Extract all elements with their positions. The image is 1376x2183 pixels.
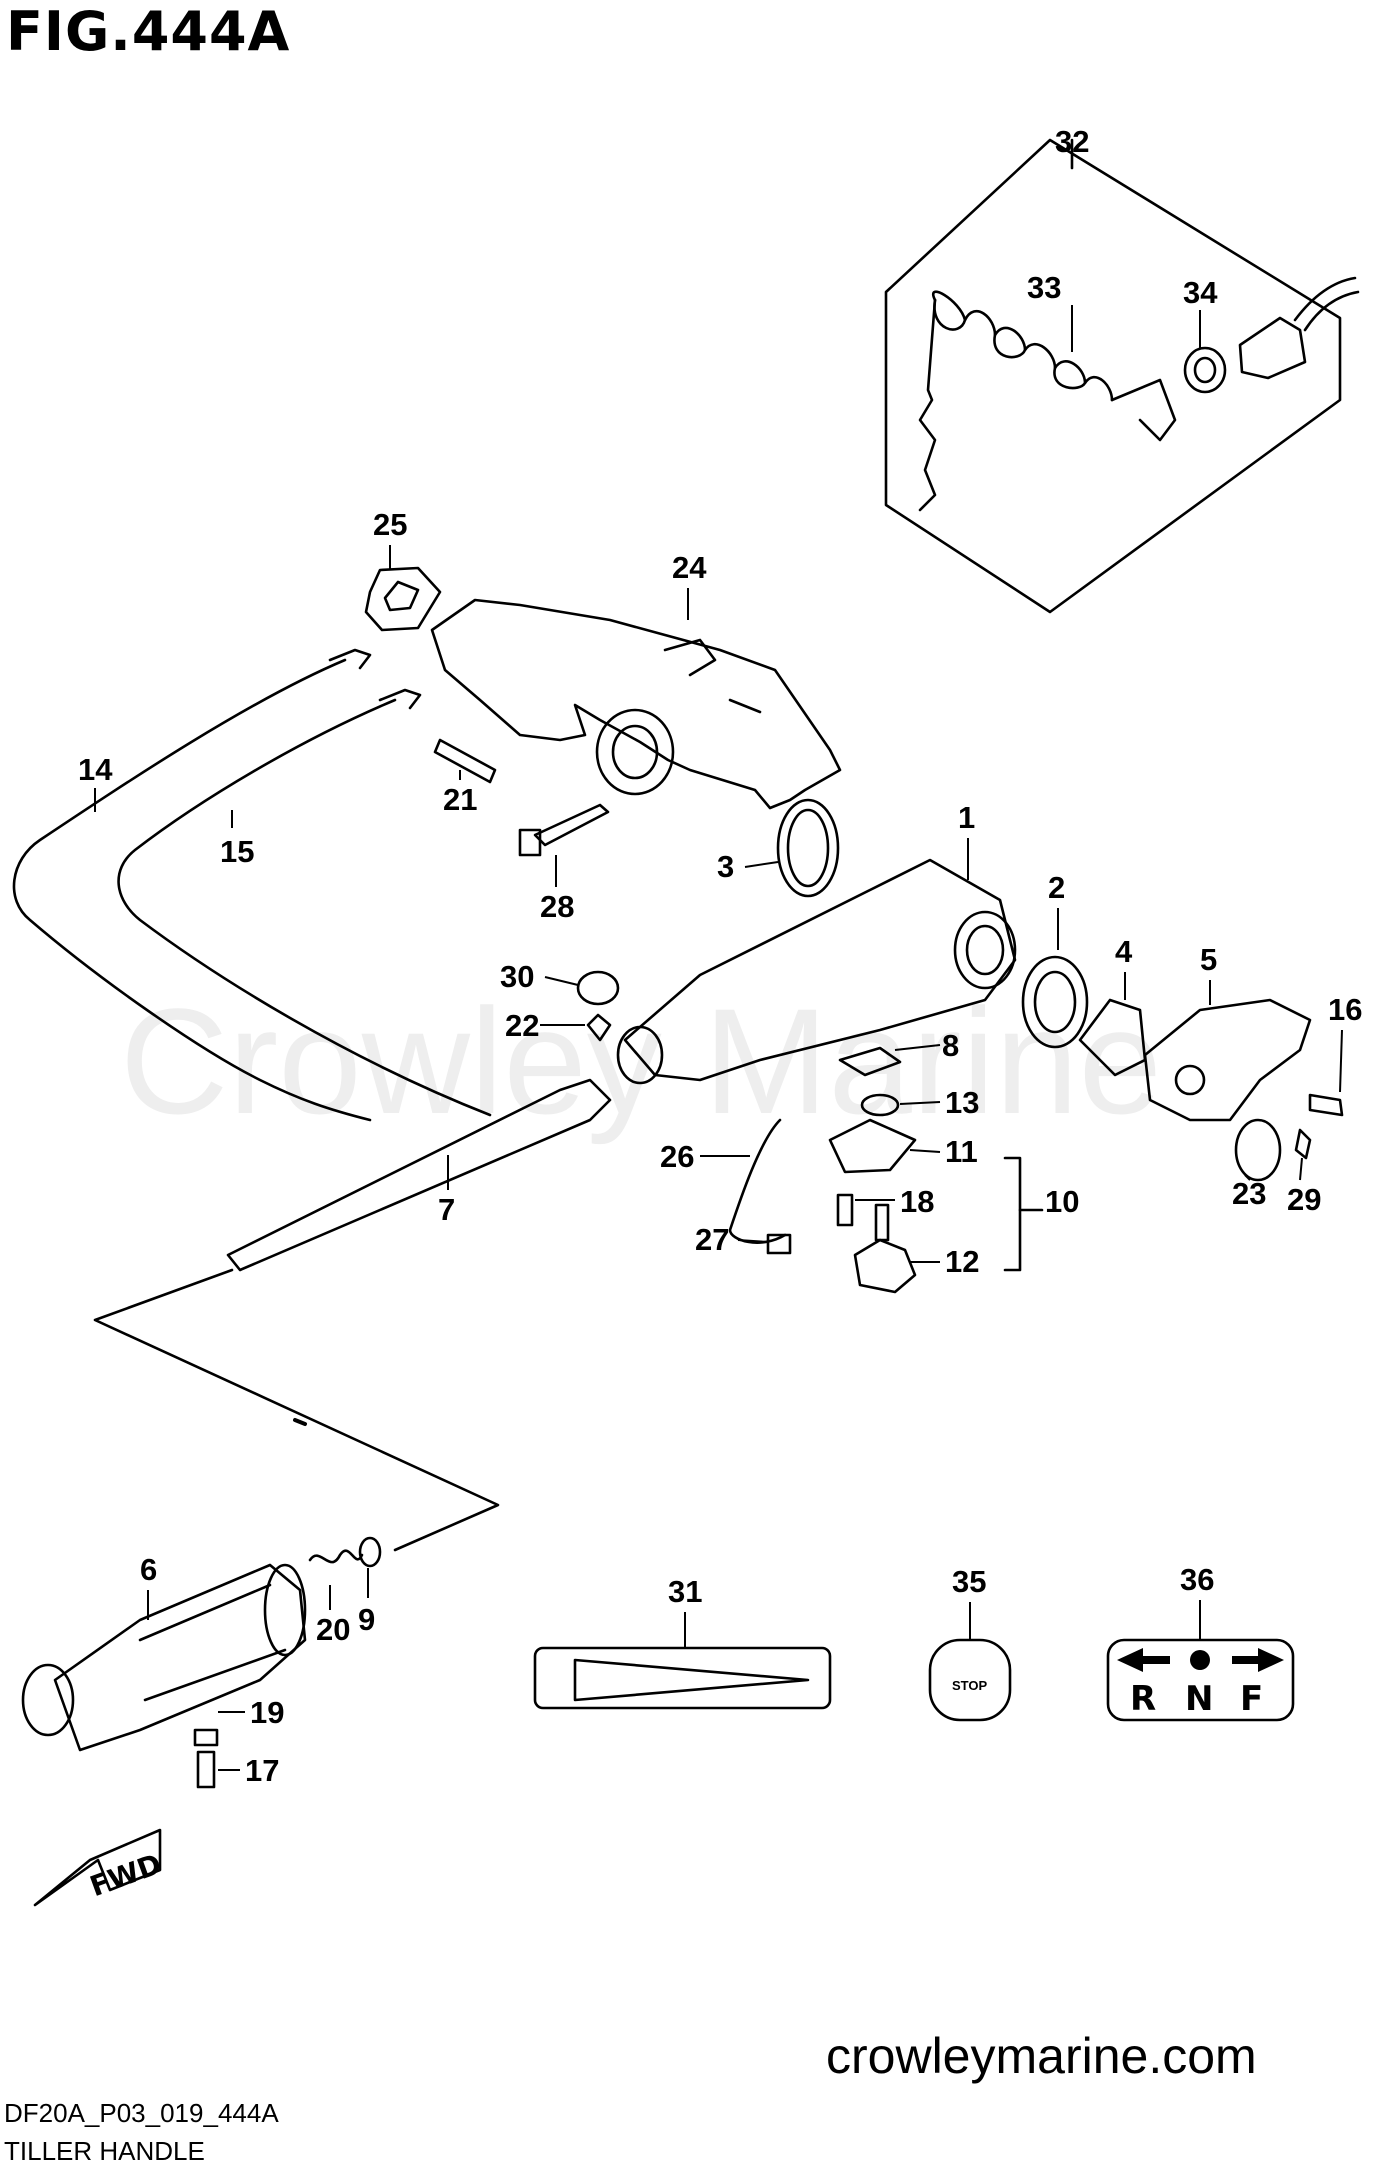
callout-24: 24 bbox=[672, 550, 707, 585]
bracket-24 bbox=[430, 598, 842, 810]
callout-30: 30 bbox=[500, 959, 534, 994]
callout-18: 18 bbox=[900, 1184, 934, 1219]
shift-label-f: F bbox=[1240, 1679, 1263, 1719]
callout-2: 2 bbox=[1048, 870, 1065, 905]
callout-36: 36 bbox=[1180, 1562, 1214, 1597]
watermark: Crowley Marine bbox=[120, 977, 1162, 1145]
callout-32: 32 bbox=[1055, 124, 1089, 159]
callout-26: 26 bbox=[660, 1139, 694, 1174]
callout-23: 23 bbox=[1232, 1176, 1266, 1211]
diagram-code: DF20A_P03_019_444A bbox=[4, 2098, 279, 2128]
website-label: crowleymarine.com bbox=[826, 2028, 1257, 2084]
callout-31: 31 bbox=[668, 1574, 702, 1609]
figure-title: FIG.444A bbox=[6, 0, 291, 63]
callout-13: 13 bbox=[945, 1085, 979, 1120]
callout-3: 3 bbox=[717, 849, 734, 884]
callout-16: 16 bbox=[1328, 992, 1362, 1027]
callout-4: 4 bbox=[1115, 934, 1133, 969]
callout-33: 33 bbox=[1027, 270, 1061, 305]
callout-10: 10 bbox=[1045, 1184, 1079, 1219]
callout-11: 11 bbox=[945, 1134, 978, 1169]
handle-1 bbox=[616, 858, 1017, 1085]
callout-22: 22 bbox=[505, 1008, 539, 1043]
callout-29: 29 bbox=[1287, 1182, 1321, 1217]
callout-20: 20 bbox=[316, 1612, 350, 1647]
callout-14: 14 bbox=[78, 752, 113, 787]
callout-15: 15 bbox=[220, 834, 254, 869]
callout-1: 1 bbox=[958, 800, 975, 835]
callout-5: 5 bbox=[1200, 942, 1217, 977]
grip-6 bbox=[21, 1563, 307, 1752]
callout-28: 28 bbox=[540, 889, 574, 924]
callout-9: 9 bbox=[358, 1602, 375, 1637]
callout-34: 34 bbox=[1183, 275, 1218, 310]
lanyard-33 bbox=[918, 290, 1177, 512]
callout-6: 6 bbox=[140, 1552, 157, 1587]
callout-25: 25 bbox=[373, 507, 407, 542]
callout-19: 19 bbox=[250, 1695, 284, 1730]
callout-7: 7 bbox=[438, 1192, 455, 1227]
callout-27: 27 bbox=[695, 1222, 729, 1257]
callout-12: 12 bbox=[945, 1244, 979, 1279]
callout-35: 35 bbox=[952, 1564, 986, 1599]
callout-17: 17 bbox=[245, 1753, 279, 1788]
callout-21: 21 bbox=[443, 782, 477, 817]
shift-label-n: N bbox=[1185, 1679, 1213, 1719]
diagram-subtitle: TILLER HANDLE bbox=[4, 2136, 205, 2166]
callout-8: 8 bbox=[942, 1028, 959, 1063]
stop-label: STOP bbox=[952, 1678, 987, 1693]
shift-label-r: R bbox=[1130, 1679, 1156, 1719]
